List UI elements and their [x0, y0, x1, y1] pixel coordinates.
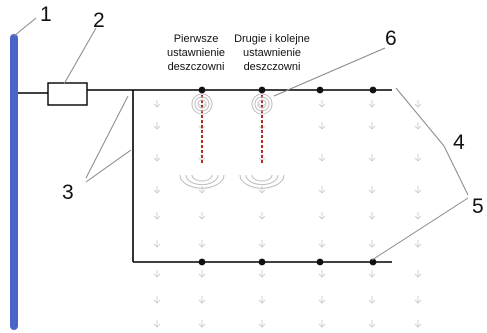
down-arrow-icon — [318, 122, 326, 130]
down-arrow-icon — [258, 296, 266, 304]
down-arrow-icon — [153, 270, 161, 278]
leader-3a — [85, 95, 129, 179]
node-dot-icon — [316, 86, 324, 94]
sprinkler-ring — [254, 96, 270, 112]
down-arrow-icon — [368, 100, 376, 108]
down-arrow-icon — [414, 100, 422, 108]
caption-next-line2: ustawnienie — [243, 47, 301, 59]
down-arrow-icon — [318, 154, 326, 162]
down-arrow-icon — [368, 186, 376, 194]
down-arrow-icon — [368, 320, 376, 328]
label-4: 4 — [453, 131, 465, 154]
spray-arc — [185, 174, 219, 186]
node-dot-icon — [198, 86, 206, 94]
down-arrow-icon — [414, 240, 422, 248]
leader-6 — [273, 47, 386, 97]
caption-first-line3: deszczowni — [168, 61, 225, 73]
leader-1 — [13, 17, 37, 37]
sprinkler-ring — [191, 93, 213, 115]
down-arrow-icon — [318, 212, 326, 220]
leader-5 — [371, 197, 469, 261]
down-arrow-icon — [368, 296, 376, 304]
node-dot-icon — [258, 86, 266, 94]
sprinkler-ring — [251, 93, 273, 115]
spray-arc — [245, 174, 279, 186]
label-5: 5 — [472, 195, 484, 218]
leader-4 — [395, 87, 445, 147]
down-arrow-icon — [318, 240, 326, 248]
down-arrow-icon — [318, 100, 326, 108]
down-arrow-icon — [414, 122, 422, 130]
down-arrow-icon — [368, 212, 376, 220]
node-dot-icon — [198, 258, 206, 266]
label-6: 6 — [385, 27, 397, 50]
caption-next-line3: deszczowni — [244, 61, 301, 73]
down-arrow-icon — [153, 186, 161, 194]
down-arrow-icon — [153, 240, 161, 248]
node-dot-icon — [369, 86, 377, 94]
down-arrow-icon — [258, 186, 266, 194]
down-arrow-icon — [153, 154, 161, 162]
down-arrow-icon — [318, 320, 326, 328]
down-arrow-icon — [414, 296, 422, 304]
valve-box — [47, 82, 88, 106]
down-arrow-icon — [198, 296, 206, 304]
down-arrow-icon — [318, 296, 326, 304]
node-dots — [198, 86, 377, 266]
caption-next-line1: Drugie i kolejne — [234, 33, 310, 45]
node-dot-icon — [316, 258, 324, 266]
down-arrow-icon — [414, 212, 422, 220]
spray-arc — [179, 174, 225, 189]
down-arrow-icon — [368, 270, 376, 278]
down-arrow-icon — [153, 212, 161, 220]
down-arrow-icon — [318, 186, 326, 194]
spray-arc — [191, 174, 213, 182]
down-arrow-icon — [258, 212, 266, 220]
down-arrow-icon — [258, 240, 266, 248]
down-arrow-icon — [414, 186, 422, 194]
down-arrow-icon — [318, 270, 326, 278]
sprinkler-ring — [257, 99, 267, 109]
sprinkler-ring — [194, 96, 210, 112]
down-arrow-icon — [414, 154, 422, 162]
field-marks — [153, 100, 422, 328]
spray-arc — [251, 174, 273, 182]
main-supply-pipe — [10, 34, 18, 330]
down-arrow-icon — [368, 122, 376, 130]
label-3: 3 — [62, 181, 74, 204]
leader-3b — [85, 149, 132, 183]
sprinkler-ring — [197, 99, 207, 109]
down-arrow-icon — [153, 320, 161, 328]
down-arrow-icon — [198, 240, 206, 248]
down-arrow-icon — [368, 240, 376, 248]
caption-first-line1: Pierwsze — [174, 33, 219, 45]
down-arrow-icon — [198, 320, 206, 328]
down-arrow-icon — [198, 270, 206, 278]
down-arrow-icon — [198, 212, 206, 220]
leader-4-5 — [443, 145, 469, 196]
caption-first-line2: ustawnienie — [167, 47, 225, 59]
down-arrow-icon — [414, 270, 422, 278]
node-dot-icon — [369, 258, 377, 266]
down-arrow-icon — [153, 296, 161, 304]
label-1: 1 — [40, 3, 52, 26]
leader-2 — [63, 27, 97, 85]
down-arrow-icon — [258, 270, 266, 278]
label-2: 2 — [93, 9, 105, 32]
down-arrow-icon — [258, 320, 266, 328]
down-arrow-icon — [198, 186, 206, 194]
down-arrow-icon — [368, 154, 376, 162]
down-arrow-icon — [414, 320, 422, 328]
node-dot-icon — [258, 258, 266, 266]
down-arrow-icon — [153, 122, 161, 130]
sprinkler-icon — [179, 93, 285, 189]
spray-arc — [239, 174, 285, 189]
down-arrow-icon — [153, 100, 161, 108]
